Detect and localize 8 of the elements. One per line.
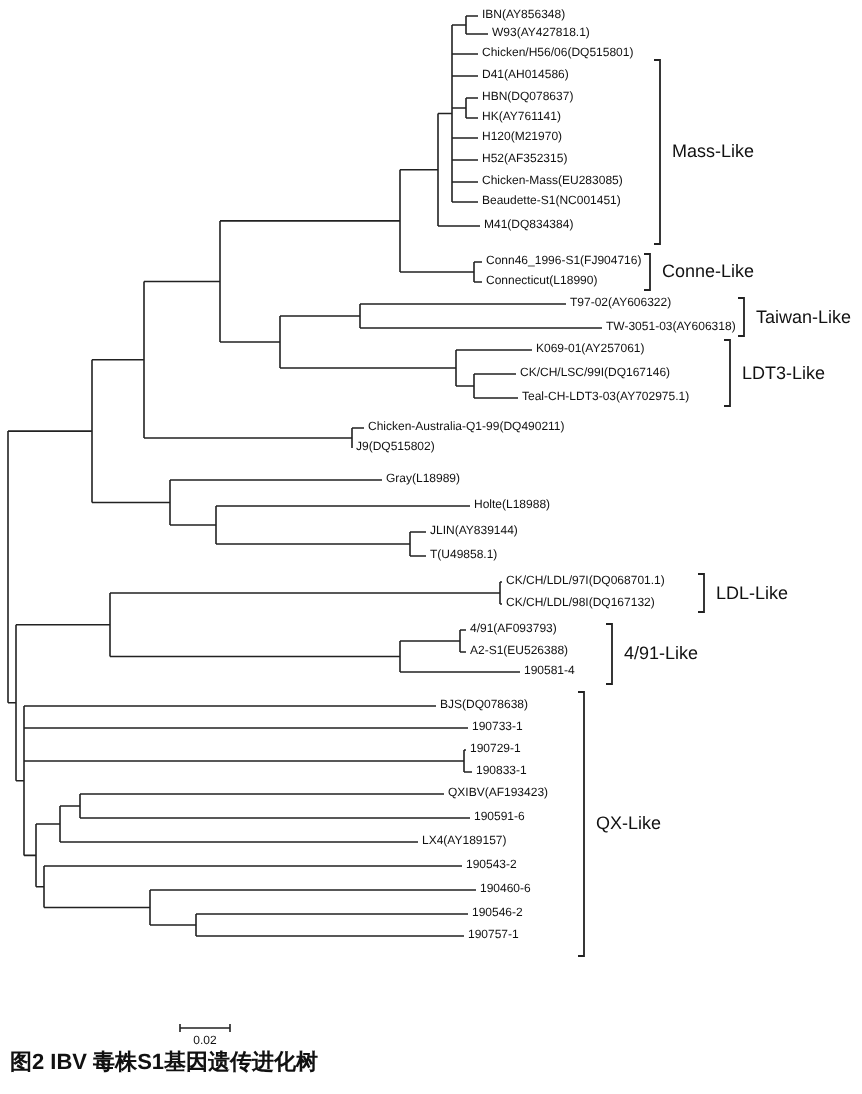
clade-label: LDL-Like xyxy=(716,582,789,604)
clade-label: Mass-Like xyxy=(672,141,755,163)
figure-caption: 图2 IBV 毒株S1基因遗传进化树 xyxy=(10,1053,319,1075)
clade-label: LDT3-Like xyxy=(742,362,826,384)
clade-label: 4/91-Like xyxy=(624,643,699,665)
clade-label: Conne-Like xyxy=(662,261,755,283)
clade-label: QX-Like xyxy=(596,813,662,835)
clade-label: Taiwan-Like xyxy=(756,306,852,328)
